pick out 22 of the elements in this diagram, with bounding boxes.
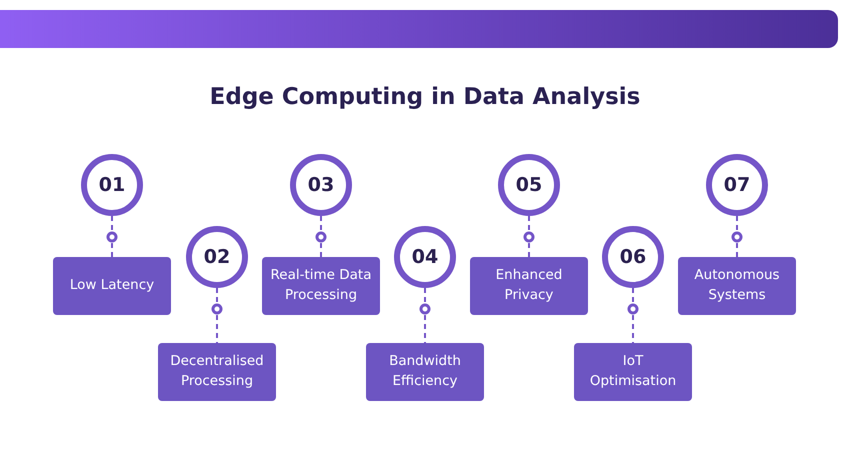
label-box: Decentralised Processing	[158, 343, 276, 401]
number-circle: 07	[706, 154, 768, 216]
label-box: Bandwidth Efficiency	[366, 343, 484, 401]
label-box: Low Latency	[53, 257, 171, 315]
label-box: Autonomous Systems	[678, 257, 796, 315]
number-circle: 03	[290, 154, 352, 216]
dashed-connector	[111, 216, 113, 257]
label-box: Real-time Data Processing	[262, 257, 380, 315]
label-box: Enhanced Privacy	[470, 257, 588, 315]
number-circle: 05	[498, 154, 560, 216]
number-circle: 04	[394, 226, 456, 288]
number-circle: 06	[602, 226, 664, 288]
dashed-connector	[528, 216, 530, 257]
dashed-connector	[632, 288, 634, 343]
dashed-connector	[736, 216, 738, 257]
dashed-connector	[216, 288, 218, 343]
number-circle: 01	[81, 154, 143, 216]
title: Edge Computing in Data Analysis	[208, 84, 642, 110]
dashed-connector	[320, 216, 322, 257]
number-circle: 02	[186, 226, 248, 288]
label-box: IoT Optimisation	[574, 343, 692, 401]
dashed-connector	[424, 288, 426, 343]
